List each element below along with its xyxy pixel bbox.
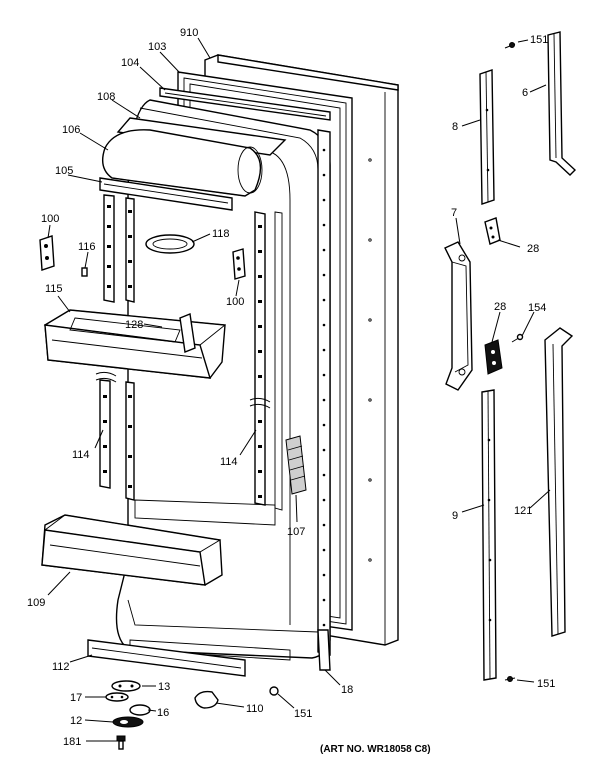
callout-910: 910 bbox=[180, 27, 198, 39]
top-breaker-strip bbox=[159, 87, 331, 121]
left-shelf-rail-upper bbox=[103, 194, 135, 303]
shelf-clip-right bbox=[232, 248, 246, 280]
screw-181 bbox=[116, 735, 126, 750]
left-shelf-rail-lower bbox=[95, 371, 135, 501]
handle-7 bbox=[444, 241, 473, 391]
upper-door-bin bbox=[43, 309, 227, 379]
trim-strip-6 bbox=[547, 31, 577, 176]
dairy-bin bbox=[102, 129, 263, 197]
screw-151-bottom bbox=[269, 686, 279, 696]
screw-151-top bbox=[504, 42, 516, 49]
lower-door-bin bbox=[41, 514, 223, 586]
callout-13: 13 bbox=[158, 681, 170, 693]
callout-121: 121 bbox=[514, 505, 532, 517]
callout-8: 8 bbox=[452, 121, 458, 133]
callout-109: 109 bbox=[27, 597, 45, 609]
callout-18: 18 bbox=[341, 684, 353, 696]
callout-151-right: 151 bbox=[537, 678, 555, 690]
screw-154 bbox=[511, 333, 524, 343]
trim-strip-121 bbox=[544, 327, 574, 637]
handle-cap-28-lower bbox=[484, 339, 503, 375]
hinge-cam-13 bbox=[111, 680, 141, 692]
callout-labels: 910 103 104 108 106 105 100 116 118 100 … bbox=[27, 27, 555, 748]
callout-28-lower: 28 bbox=[494, 301, 506, 313]
callout-104: 104 bbox=[121, 57, 139, 69]
callout-16: 16 bbox=[157, 707, 169, 719]
liner-side-rail bbox=[317, 129, 331, 656]
callout-154: 154 bbox=[528, 302, 546, 314]
callout-100-right: 100 bbox=[226, 296, 244, 308]
callout-114-left: 114 bbox=[72, 449, 90, 461]
callout-7: 7 bbox=[451, 207, 457, 219]
bracket-107 bbox=[285, 435, 307, 495]
callout-9: 9 bbox=[452, 510, 458, 522]
callout-114-right: 114 bbox=[220, 456, 238, 468]
leader-lines bbox=[47, 37, 551, 742]
callout-151-top: 151 bbox=[530, 34, 548, 46]
callout-100-left: 100 bbox=[41, 213, 59, 225]
dairy-shelf-strip bbox=[99, 177, 233, 211]
callout-108: 108 bbox=[97, 91, 115, 103]
callout-103: 103 bbox=[148, 41, 166, 53]
callout-112: 112 bbox=[52, 661, 70, 673]
right-shelf-rail bbox=[249, 211, 283, 511]
trim-strip-8 bbox=[479, 69, 495, 205]
callout-181: 181 bbox=[63, 736, 81, 748]
callout-12: 12 bbox=[70, 715, 82, 727]
small-pin bbox=[81, 267, 88, 277]
bushing-16 bbox=[129, 704, 151, 716]
callout-6: 6 bbox=[522, 87, 528, 99]
callout-128: 128 bbox=[125, 319, 143, 331]
trim-strip-9 bbox=[481, 389, 497, 681]
callout-28-upper: 28 bbox=[527, 243, 539, 255]
screw-151-right bbox=[504, 676, 516, 682]
callout-17: 17 bbox=[70, 692, 82, 704]
handle-cap-28-upper bbox=[484, 217, 501, 245]
hinge-strip-18 bbox=[317, 629, 331, 671]
callout-110: 110 bbox=[246, 703, 264, 715]
callout-151-bottom: 151 bbox=[294, 708, 312, 720]
dairy-compartment-cover bbox=[116, 117, 287, 156]
callout-118: 118 bbox=[212, 228, 230, 240]
cap-110 bbox=[194, 690, 219, 709]
callout-116: 116 bbox=[78, 241, 96, 253]
shelf-clip-left bbox=[39, 235, 55, 271]
callout-115: 115 bbox=[45, 283, 63, 295]
bottom-breaker-strip bbox=[87, 639, 246, 677]
art-number-caption: (ART NO. WR18058 C8) bbox=[320, 744, 431, 755]
callout-105: 105 bbox=[55, 165, 73, 177]
callout-107: 107 bbox=[287, 526, 305, 538]
egg-tray bbox=[145, 234, 195, 254]
hinge-pin-17 bbox=[105, 692, 129, 702]
hinge-bracket-12 bbox=[112, 716, 144, 728]
callout-106: 106 bbox=[62, 124, 80, 136]
